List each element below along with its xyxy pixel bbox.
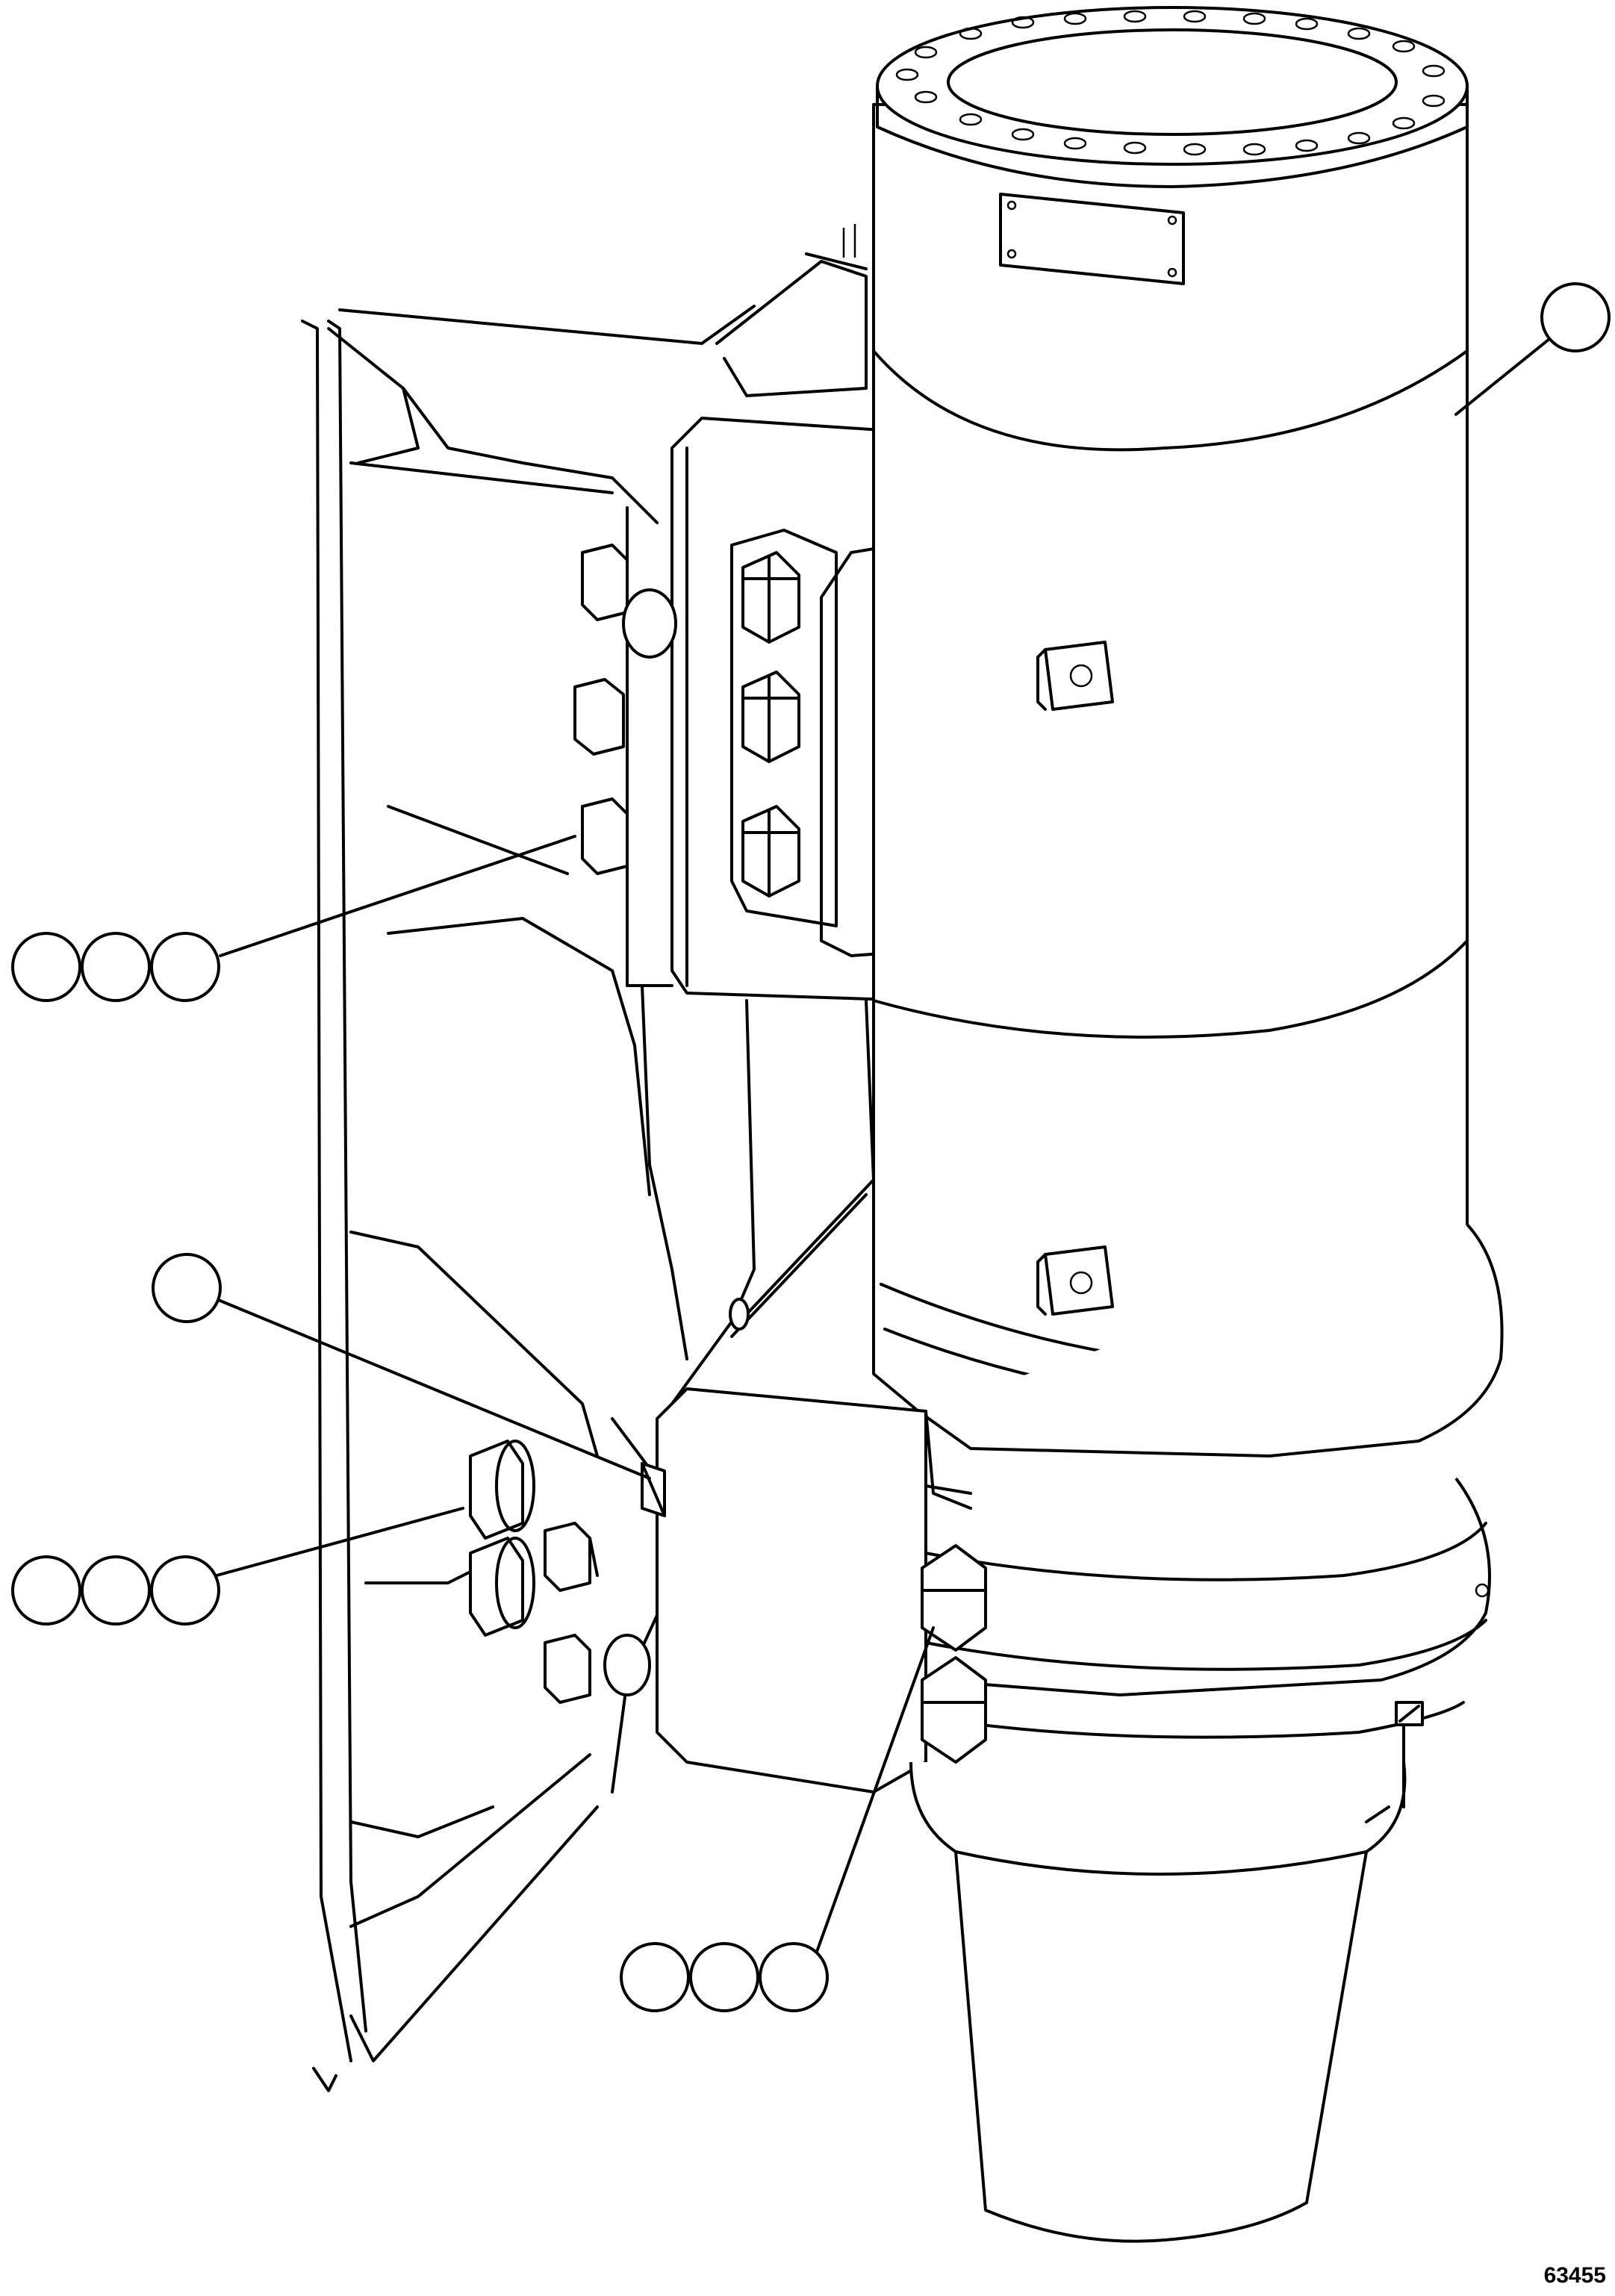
bolt-column-lower-front	[921, 1544, 987, 1764]
hex-bolt-icon	[581, 797, 629, 875]
frame-bracket	[301, 305, 756, 2092]
hex-bolt-icon	[741, 805, 800, 897]
cylinder-lug-upper	[1036, 641, 1114, 711]
hex-bolt-icon	[469, 1440, 535, 1540]
callout-middle-left-single	[152, 1253, 222, 1323]
flange-bolt-holes	[895, 10, 1446, 156]
callout-upper-left-group	[11, 932, 220, 1002]
callout-lower-left-group	[11, 1555, 220, 1625]
hex-bolt-icon	[921, 1544, 987, 1652]
hex-bolt-icon	[741, 551, 800, 644]
name-plate	[999, 193, 1185, 285]
callout-top-right	[1540, 282, 1611, 352]
hex-bolt-icon	[544, 1634, 651, 1704]
hex-bolt-icon	[741, 671, 800, 763]
bolt-column-upper-front	[741, 551, 800, 897]
callout-bottom-center-group	[620, 1942, 829, 2012]
cylinder-lug-lower	[1036, 1245, 1114, 1316]
tapered-sleeve	[909, 1701, 1424, 2243]
bolt-group-lower-left	[469, 1440, 651, 1704]
figure-number: 63455	[1543, 2263, 1606, 2288]
hex-bolt-icon	[544, 1522, 599, 1592]
lower-collar	[917, 1223, 1504, 1739]
hex-bolt-icon	[921, 1656, 987, 1764]
hex-bolt-icon	[469, 1537, 535, 1637]
hex-bolt-icon	[581, 544, 677, 659]
top-flange	[876, 6, 1469, 188]
bolt-row-upper-left	[573, 544, 677, 875]
main-cylinder	[872, 103, 1469, 1420]
hex-bolt-icon	[573, 678, 625, 756]
leader-lines	[215, 335, 1555, 1961]
